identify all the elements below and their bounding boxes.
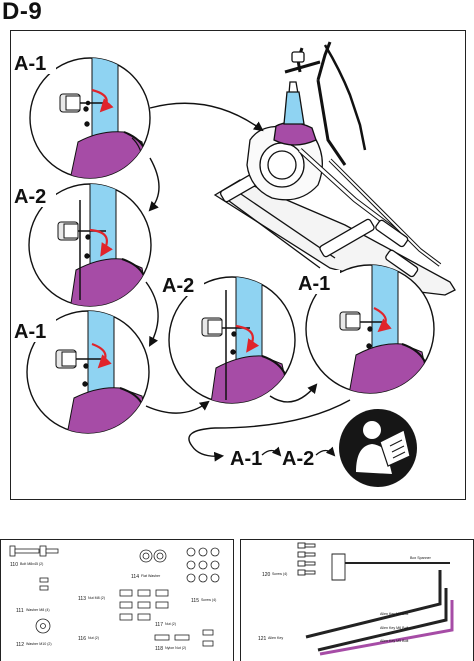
- tools-drawings-right: [297, 542, 454, 656]
- hardware-drawings-left: [9, 545, 220, 647]
- part-number: 114: [131, 574, 139, 580]
- part-number: 120: [262, 572, 271, 578]
- tool-label: Box Spanner: [410, 556, 431, 560]
- part-number: 121: [258, 636, 267, 642]
- sequence-label-2: A-2: [282, 448, 314, 470]
- part-description: Allen Key: [268, 636, 284, 640]
- rotate-arrow-icon: [373, 307, 392, 333]
- detail-label-2: A-2: [14, 186, 46, 208]
- elliptical-trainer-drawing: [213, 41, 456, 296]
- sequence-arrow-icon: [315, 446, 336, 457]
- sequence-arrow-icon: [261, 446, 282, 457]
- rotate-arrow-icon: [91, 342, 112, 369]
- parts-panel-left: [0, 539, 234, 661]
- detail-circle-2: A-2: [12, 183, 152, 307]
- part-description: Washer M10 (2): [26, 642, 52, 646]
- part-description: Screw (4): [201, 598, 217, 602]
- rotate-arrow-icon: [89, 228, 113, 257]
- tool-label: Allen Key M5 Bolt: [380, 639, 409, 643]
- flow-arrows: [145, 102, 318, 414]
- part-description: Nut M8 (2): [88, 596, 105, 600]
- read-manual-icon: [339, 409, 417, 487]
- part-description: Nylon Nut (2): [165, 646, 187, 650]
- sequence-label-1: A-1: [230, 448, 262, 470]
- part-description: Nut (2): [165, 622, 176, 626]
- part-number: 118: [155, 646, 163, 652]
- page-title: D-9: [2, 0, 43, 25]
- part-number: 115: [191, 598, 199, 604]
- detail-label-5: A-1: [298, 273, 330, 295]
- part-description: Flat Washer: [141, 574, 161, 578]
- sequence-row: A-1 A-2: [188, 399, 351, 470]
- part-number: 112: [16, 642, 24, 648]
- part-number: 111: [16, 608, 24, 614]
- tool-label: Allen Key M6 Bolt: [380, 626, 409, 630]
- detail-label-4: A-2: [162, 275, 194, 297]
- detail-label-3: A-1: [14, 321, 46, 343]
- part-number: 113: [78, 596, 86, 602]
- rotate-arrow-icon: [235, 324, 260, 353]
- part-number: 117: [155, 622, 163, 628]
- detail-circle-1: A-1: [12, 50, 151, 179]
- part-number: 116: [78, 636, 86, 642]
- instruction-panel: [10, 30, 466, 500]
- rotate-arrow-icon: [91, 88, 114, 113]
- part-number: 110: [10, 562, 18, 568]
- tool-label: Allen Key M8 Bolt: [380, 612, 409, 616]
- part-description: Nut (2): [88, 636, 99, 640]
- detail-label-1: A-1: [14, 53, 46, 75]
- part-description: Bolt M8x45 (2): [20, 562, 44, 566]
- part-description: Washer M8 (4): [26, 608, 50, 612]
- part-description: Screw (4): [272, 572, 288, 576]
